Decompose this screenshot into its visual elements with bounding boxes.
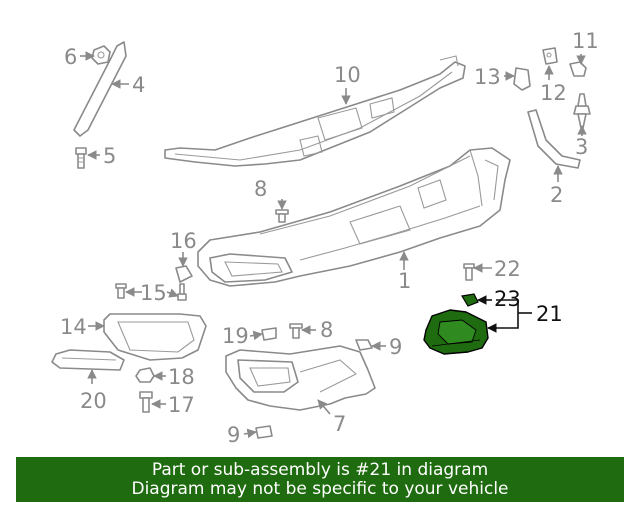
info-banner: Part or sub-assembly is #21 in diagram D… [16,457,624,502]
callout-18: 18 [168,365,195,389]
callout-2: 2 [550,183,563,207]
callout-21: 21 [536,302,563,326]
clip-part-19 [261,327,277,341]
callout-19: 19 [222,324,249,348]
brace-part-4 [73,41,127,137]
parts-diagram: 1 2 3 4 5 6 7 8 8 9 9 10 11 12 13 14 15 … [51,29,599,447]
callout-14: 14 [60,315,87,339]
callout-labels: 1 2 3 4 5 6 7 8 8 9 9 10 11 12 13 14 15 … [60,29,599,447]
clip-part-9-upper [355,339,373,351]
bolt-part-15 [115,283,187,301]
nut-part-6 [91,45,111,65]
callout-3: 3 [575,135,588,159]
bracket-part-12 [542,47,558,65]
side-panel-part-14 [103,313,207,361]
banner-line-2: Diagram may not be specific to your vehi… [131,479,509,499]
bracket-part-21-highlighted [423,309,489,355]
callout-8-lower: 8 [320,318,333,342]
bolt-part-8-upper [275,209,289,223]
callout-9-lower: 9 [227,423,240,447]
step-pad-part-10 [164,55,466,167]
trim-strip-part-2 [527,109,581,169]
bolt-part-5 [75,147,87,169]
clip-part-13 [513,67,531,91]
push-pin-part-3 [573,93,591,129]
callout-8-upper: 8 [254,177,267,201]
screw-part-11 [569,61,587,77]
callout-11: 11 [572,29,599,53]
nut-part-18 [135,367,155,383]
callout-12: 12 [540,81,567,105]
callout-7: 7 [333,412,346,436]
callout-6: 6 [64,45,77,69]
bolt-part-8-lower [289,323,303,339]
callout-9-upper: 9 [389,335,402,359]
callout-15: 15 [140,281,167,305]
callout-20: 20 [80,389,107,413]
leader-lines [80,51,587,439]
bolt-part-17 [139,391,153,413]
callout-16: 16 [170,229,197,253]
lower-trim-part-20 [51,349,125,371]
clip-part-9-lower [255,425,273,439]
callout-23: 23 [494,287,521,311]
banner-line-1: Part or sub-assembly is #21 in diagram [151,460,489,480]
callout-22: 22 [494,257,521,281]
callout-10: 10 [334,63,361,87]
callout-5: 5 [103,144,116,168]
bracket-panel-part-7 [225,345,376,411]
bumper-face-bar-part-1 [197,147,511,287]
callout-17: 17 [168,393,195,417]
bracket-part-16 [175,265,193,283]
callout-13: 13 [474,65,501,89]
nut-part-23-highlighted [461,293,479,307]
callout-1: 1 [398,269,411,293]
callout-4: 4 [132,73,145,97]
bolt-part-22 [463,263,475,281]
